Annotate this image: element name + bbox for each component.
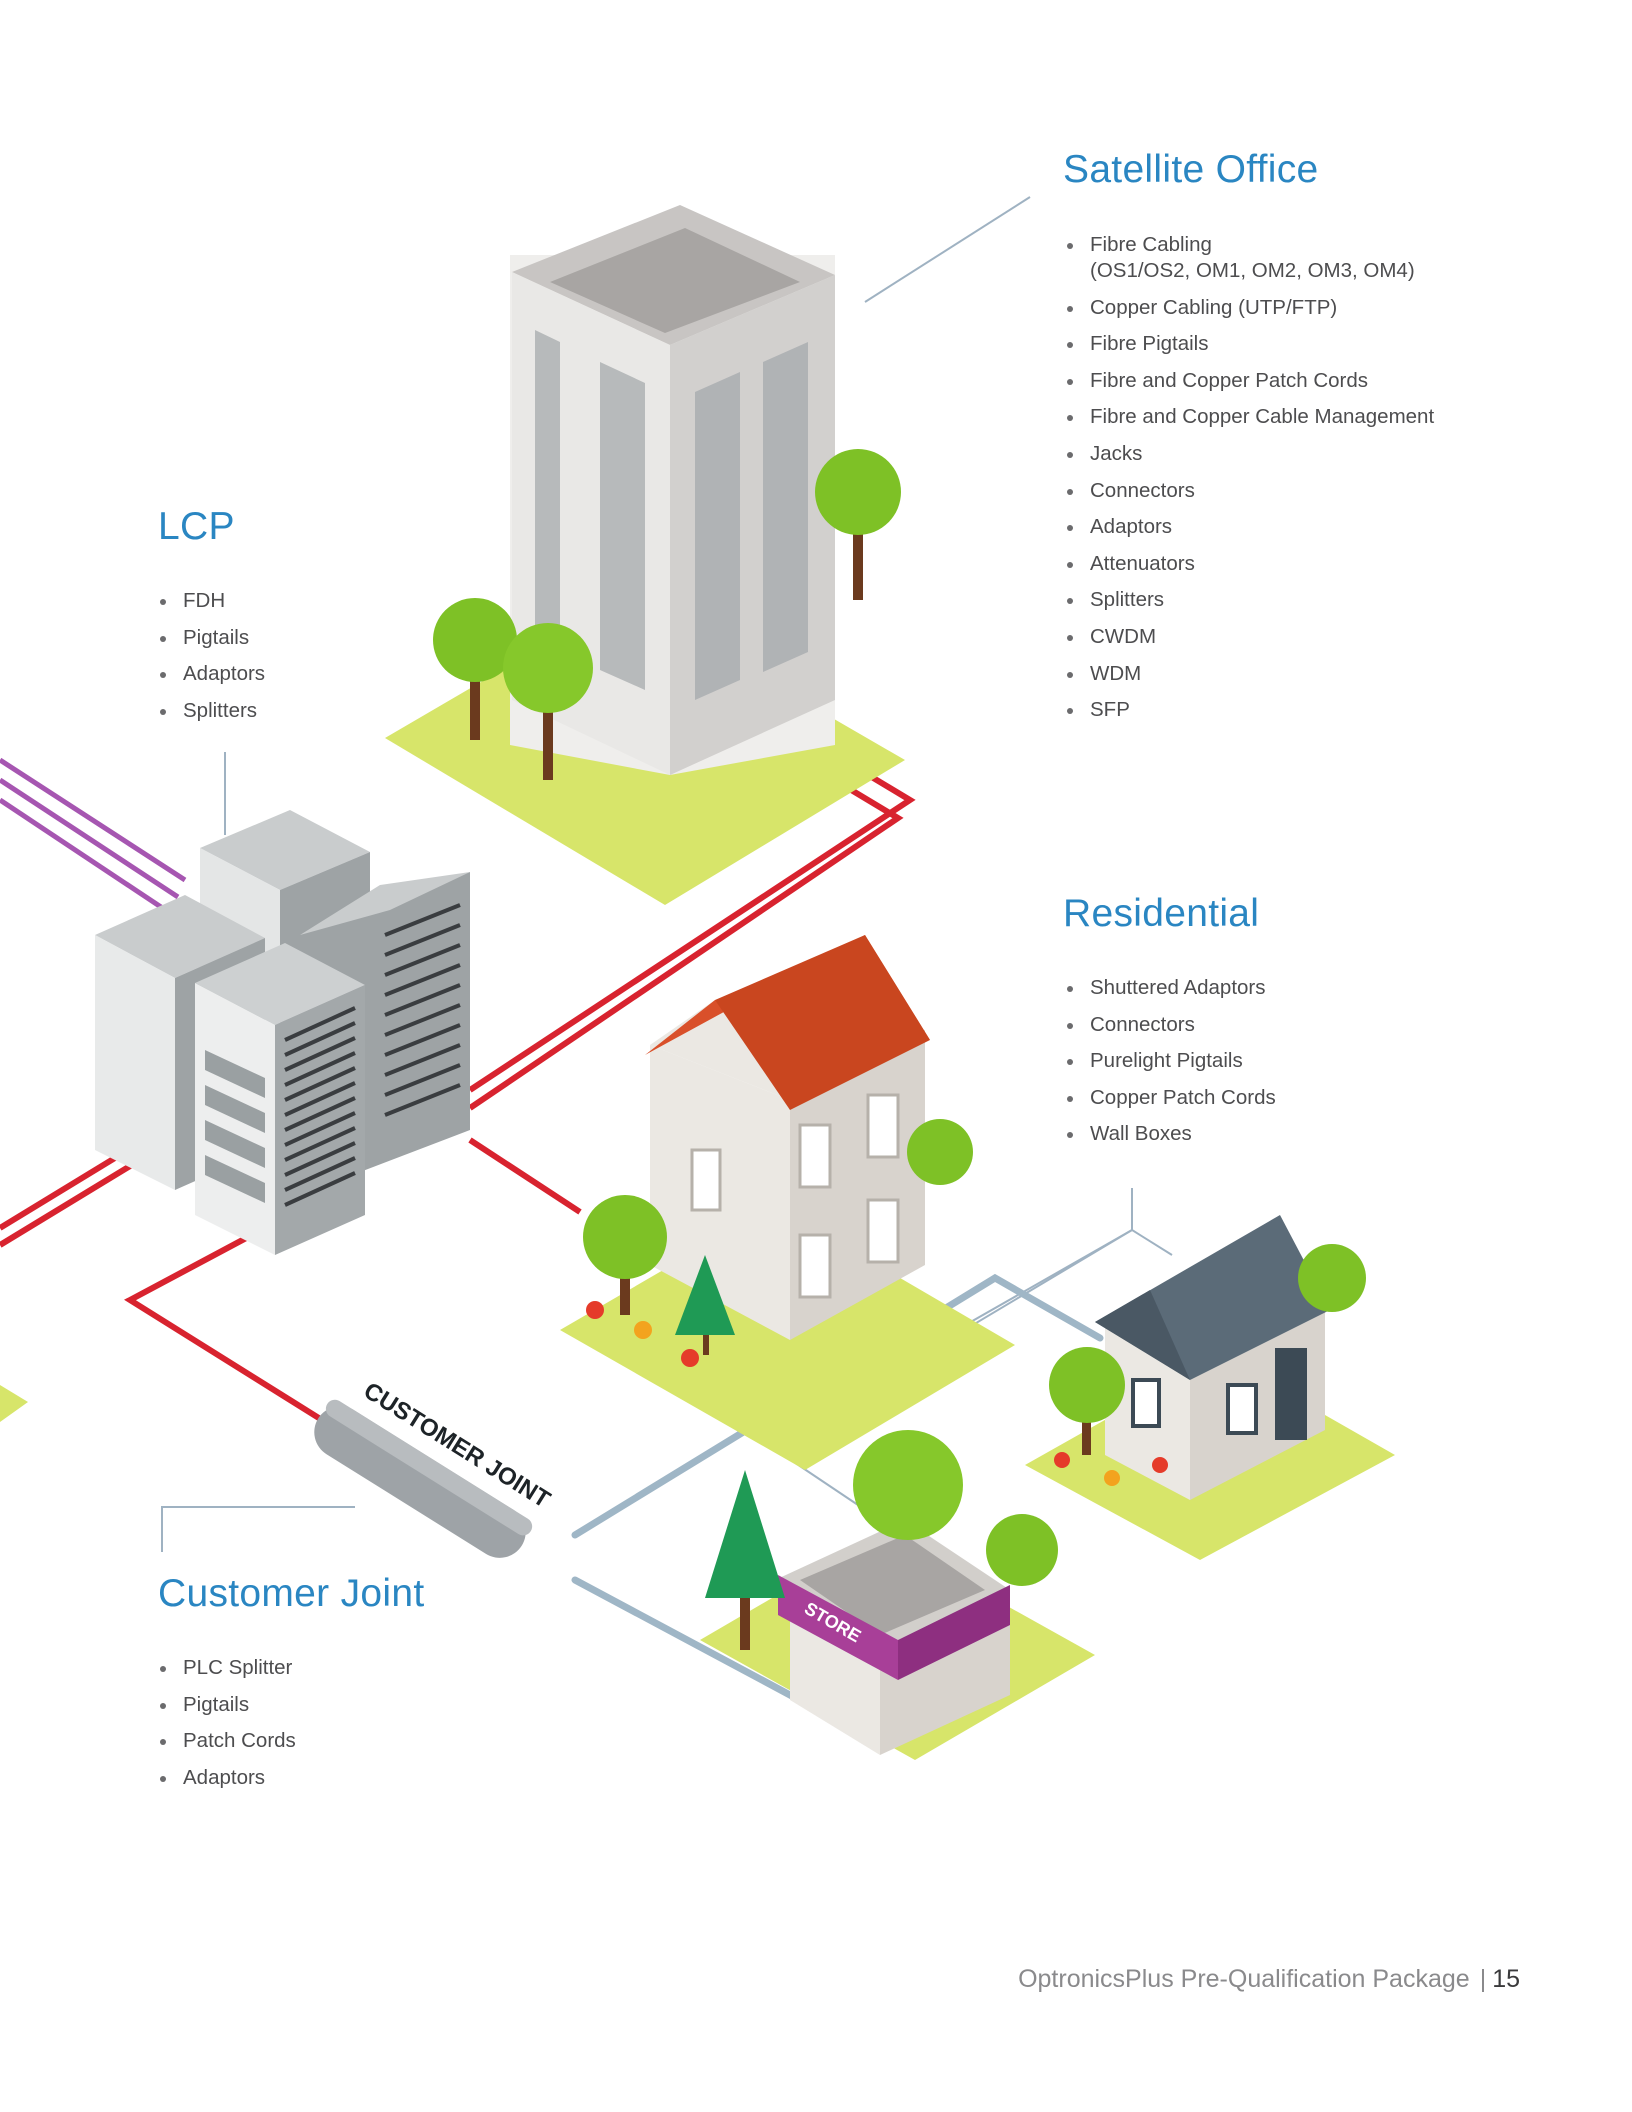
fibre-cables-purple: [0, 757, 187, 916]
list-item: Shuttered Adaptors: [1065, 975, 1276, 1001]
list-item: Fibre and Copper Patch Cords: [1065, 368, 1434, 394]
satellite-office-heading: Satellite Office: [1063, 148, 1319, 191]
list-item: WDM: [1065, 661, 1434, 687]
red-cable-left-1: [0, 1157, 142, 1248]
drop-cable-to-cottage: [571, 1273, 1104, 1539]
office-trees: [433, 449, 901, 780]
purple-cable-2: [0, 777, 180, 900]
footer-document-title: OptronicsPlus Pre-Qualification Package: [1018, 1965, 1470, 1993]
customer-joint-list: PLC Splitter Pigtails Patch Cords Adapto…: [158, 1655, 296, 1801]
residential-heading: Residential: [1063, 892, 1260, 935]
residential-leader-line: [1131, 1188, 1173, 1256]
lcp-server-racks: [95, 810, 470, 1255]
rack-left-top: [95, 895, 265, 978]
list-item: Attenuators: [1065, 551, 1434, 577]
customer-joint-leader-line: [161, 1506, 355, 1552]
list-item: CWDM: [1065, 624, 1434, 650]
rack-left-front: [95, 935, 175, 1190]
cottage-trees: [1049, 1244, 1366, 1486]
residential-list: Shuttered Adaptors Connectors Purelight …: [1065, 975, 1276, 1158]
house-windows: [690, 1093, 900, 1299]
store: STORE: [700, 1430, 1095, 1760]
store-sign-band: [778, 1575, 898, 1680]
list-item: PLC Splitter: [158, 1655, 296, 1681]
list-item: Wall Boxes: [1065, 1121, 1276, 1147]
list-item: Copper Cabling (UTP/FTP): [1065, 295, 1434, 321]
list-item: Copper Patch Cords: [1065, 1085, 1276, 1111]
list-item: Connectors: [1065, 478, 1434, 504]
list-item: FDH: [158, 588, 265, 614]
list-item: SFP: [1065, 697, 1434, 723]
lcp-list: FDH Pigtails Adaptors Splitters: [158, 588, 265, 734]
office-window-4: [763, 342, 808, 672]
office-window-2: [600, 362, 645, 690]
list-item: Pigtails: [158, 625, 265, 651]
red-cable-house: [468, 1137, 582, 1215]
satellite-office-building: [385, 205, 905, 905]
office-roof-inner: [550, 228, 800, 333]
footer-separator: |: [1479, 1965, 1487, 1993]
cottage: [1025, 1215, 1395, 1560]
house-trees: [583, 1119, 973, 1367]
customer-joint-enclosure: CUSTOMER JOINT: [314, 1377, 555, 1558]
list-item: Jacks: [1065, 441, 1434, 467]
satellite-office-leader-line: [864, 196, 1031, 303]
list-item: Purelight Pigtails: [1065, 1048, 1276, 1074]
joint-tube-body: [314, 1406, 526, 1558]
red-cable-left-2: [0, 1147, 130, 1231]
office-window-1: [535, 330, 560, 660]
list-item: Adaptors: [158, 1765, 296, 1791]
rack-front-top: [195, 943, 365, 1025]
list-item: Pigtails: [158, 1692, 296, 1718]
residential-house: [560, 935, 1015, 1470]
list-item: Fibre and Copper Cable Management: [1065, 404, 1434, 430]
rack-vents: [284, 903, 461, 1207]
list-item: Fibre Pigtails: [1065, 331, 1434, 357]
customer-joint-heading: Customer Joint: [158, 1572, 425, 1615]
list-item: Adaptors: [1065, 514, 1434, 540]
red-cable-joint: [124, 1225, 332, 1428]
rack-drive-bays: [205, 1050, 265, 1203]
list-item: Patch Cords: [158, 1728, 296, 1754]
list-item: Connectors: [1065, 1012, 1276, 1038]
store-trees: [705, 1430, 1058, 1650]
page-footer: OptronicsPlus Pre-Qualification Package |…: [1018, 1965, 1520, 1994]
store-front: [790, 1595, 880, 1755]
list-item: Splitters: [1065, 587, 1434, 613]
lcp-heading: LCP: [158, 505, 235, 548]
purple-cable-1: [0, 757, 187, 883]
office-window-3: [695, 372, 740, 700]
cottage-windows: [1131, 1348, 1307, 1440]
page-number: 15: [1492, 1965, 1520, 1993]
rack-front-side: [275, 985, 365, 1255]
grass-patch-edge: [0, 1385, 28, 1422]
list-item: Splitters: [158, 698, 265, 724]
purple-cable-3: [0, 797, 172, 916]
list-item: Adaptors: [158, 661, 265, 687]
office-right-face: [670, 275, 835, 775]
satellite-office-list: Fibre Cabling (OS1/OS2, OM1, OM2, OM3, O…: [1065, 232, 1434, 734]
list-item: Fibre Cabling (OS1/OS2, OM1, OM2, OM3, O…: [1065, 232, 1434, 284]
